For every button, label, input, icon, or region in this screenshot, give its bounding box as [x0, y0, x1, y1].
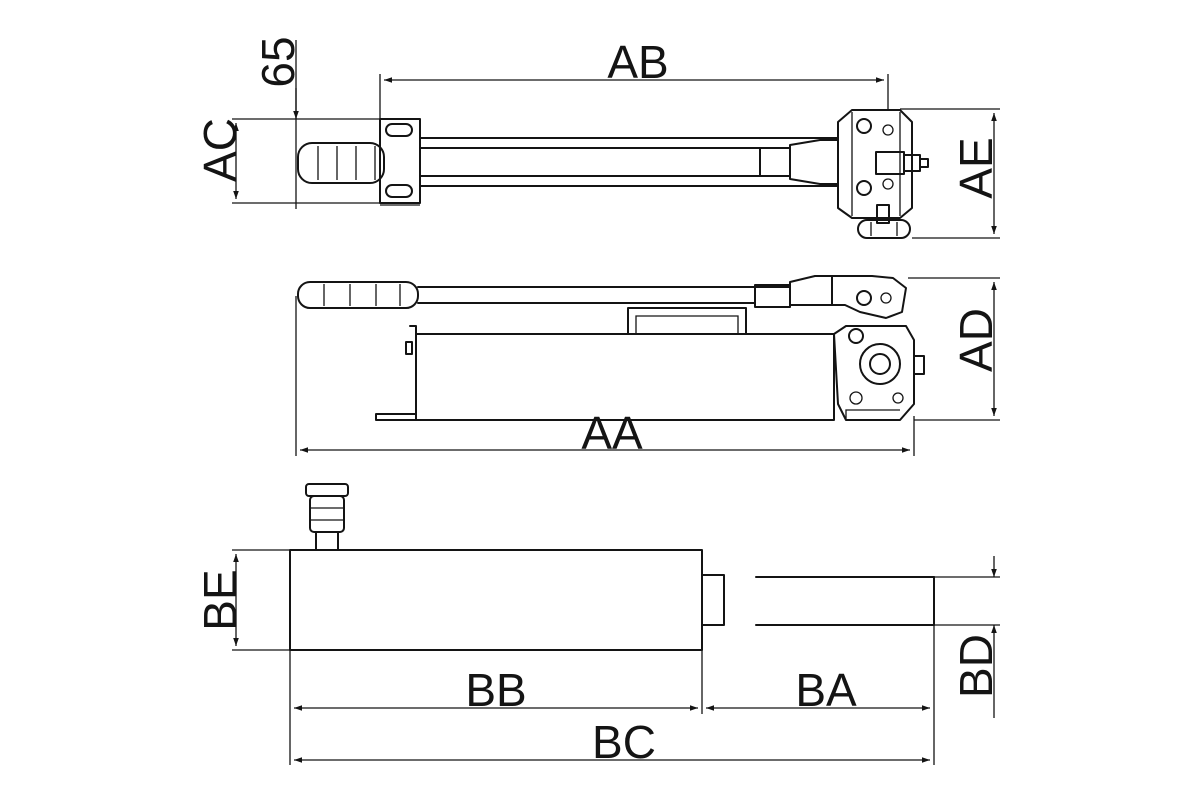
bottom-view: BE BD BB BA BC	[194, 483, 1002, 768]
top-view: AB 65 AC AE	[194, 36, 1002, 239]
dimension-label-ab: AB	[607, 36, 668, 88]
dimension-label-be: BE	[194, 569, 246, 630]
dimension-label-65: 65	[252, 36, 304, 87]
dimension-label-ad: AD	[950, 308, 1002, 372]
dimension-label-aa: AA	[581, 407, 643, 459]
dimension-label-bb: BB	[465, 664, 526, 716]
pump-side-outline	[297, 275, 925, 421]
dimension-label-bd: BD	[950, 634, 1002, 698]
side-view-extension-lines	[295, 277, 1000, 456]
top-view-extension-lines	[232, 40, 1000, 239]
cylinder-outline	[289, 483, 935, 651]
pump-top-outline	[297, 109, 929, 239]
dimension-label-ba: BA	[795, 664, 857, 716]
bottom-view-extension-lines	[232, 549, 1000, 765]
dimension-label-bc: BC	[592, 716, 656, 768]
dimension-label-ae: AE	[950, 137, 1002, 198]
dimension-label-ac: AC	[194, 118, 246, 182]
side-view: AA AD	[295, 275, 1002, 459]
